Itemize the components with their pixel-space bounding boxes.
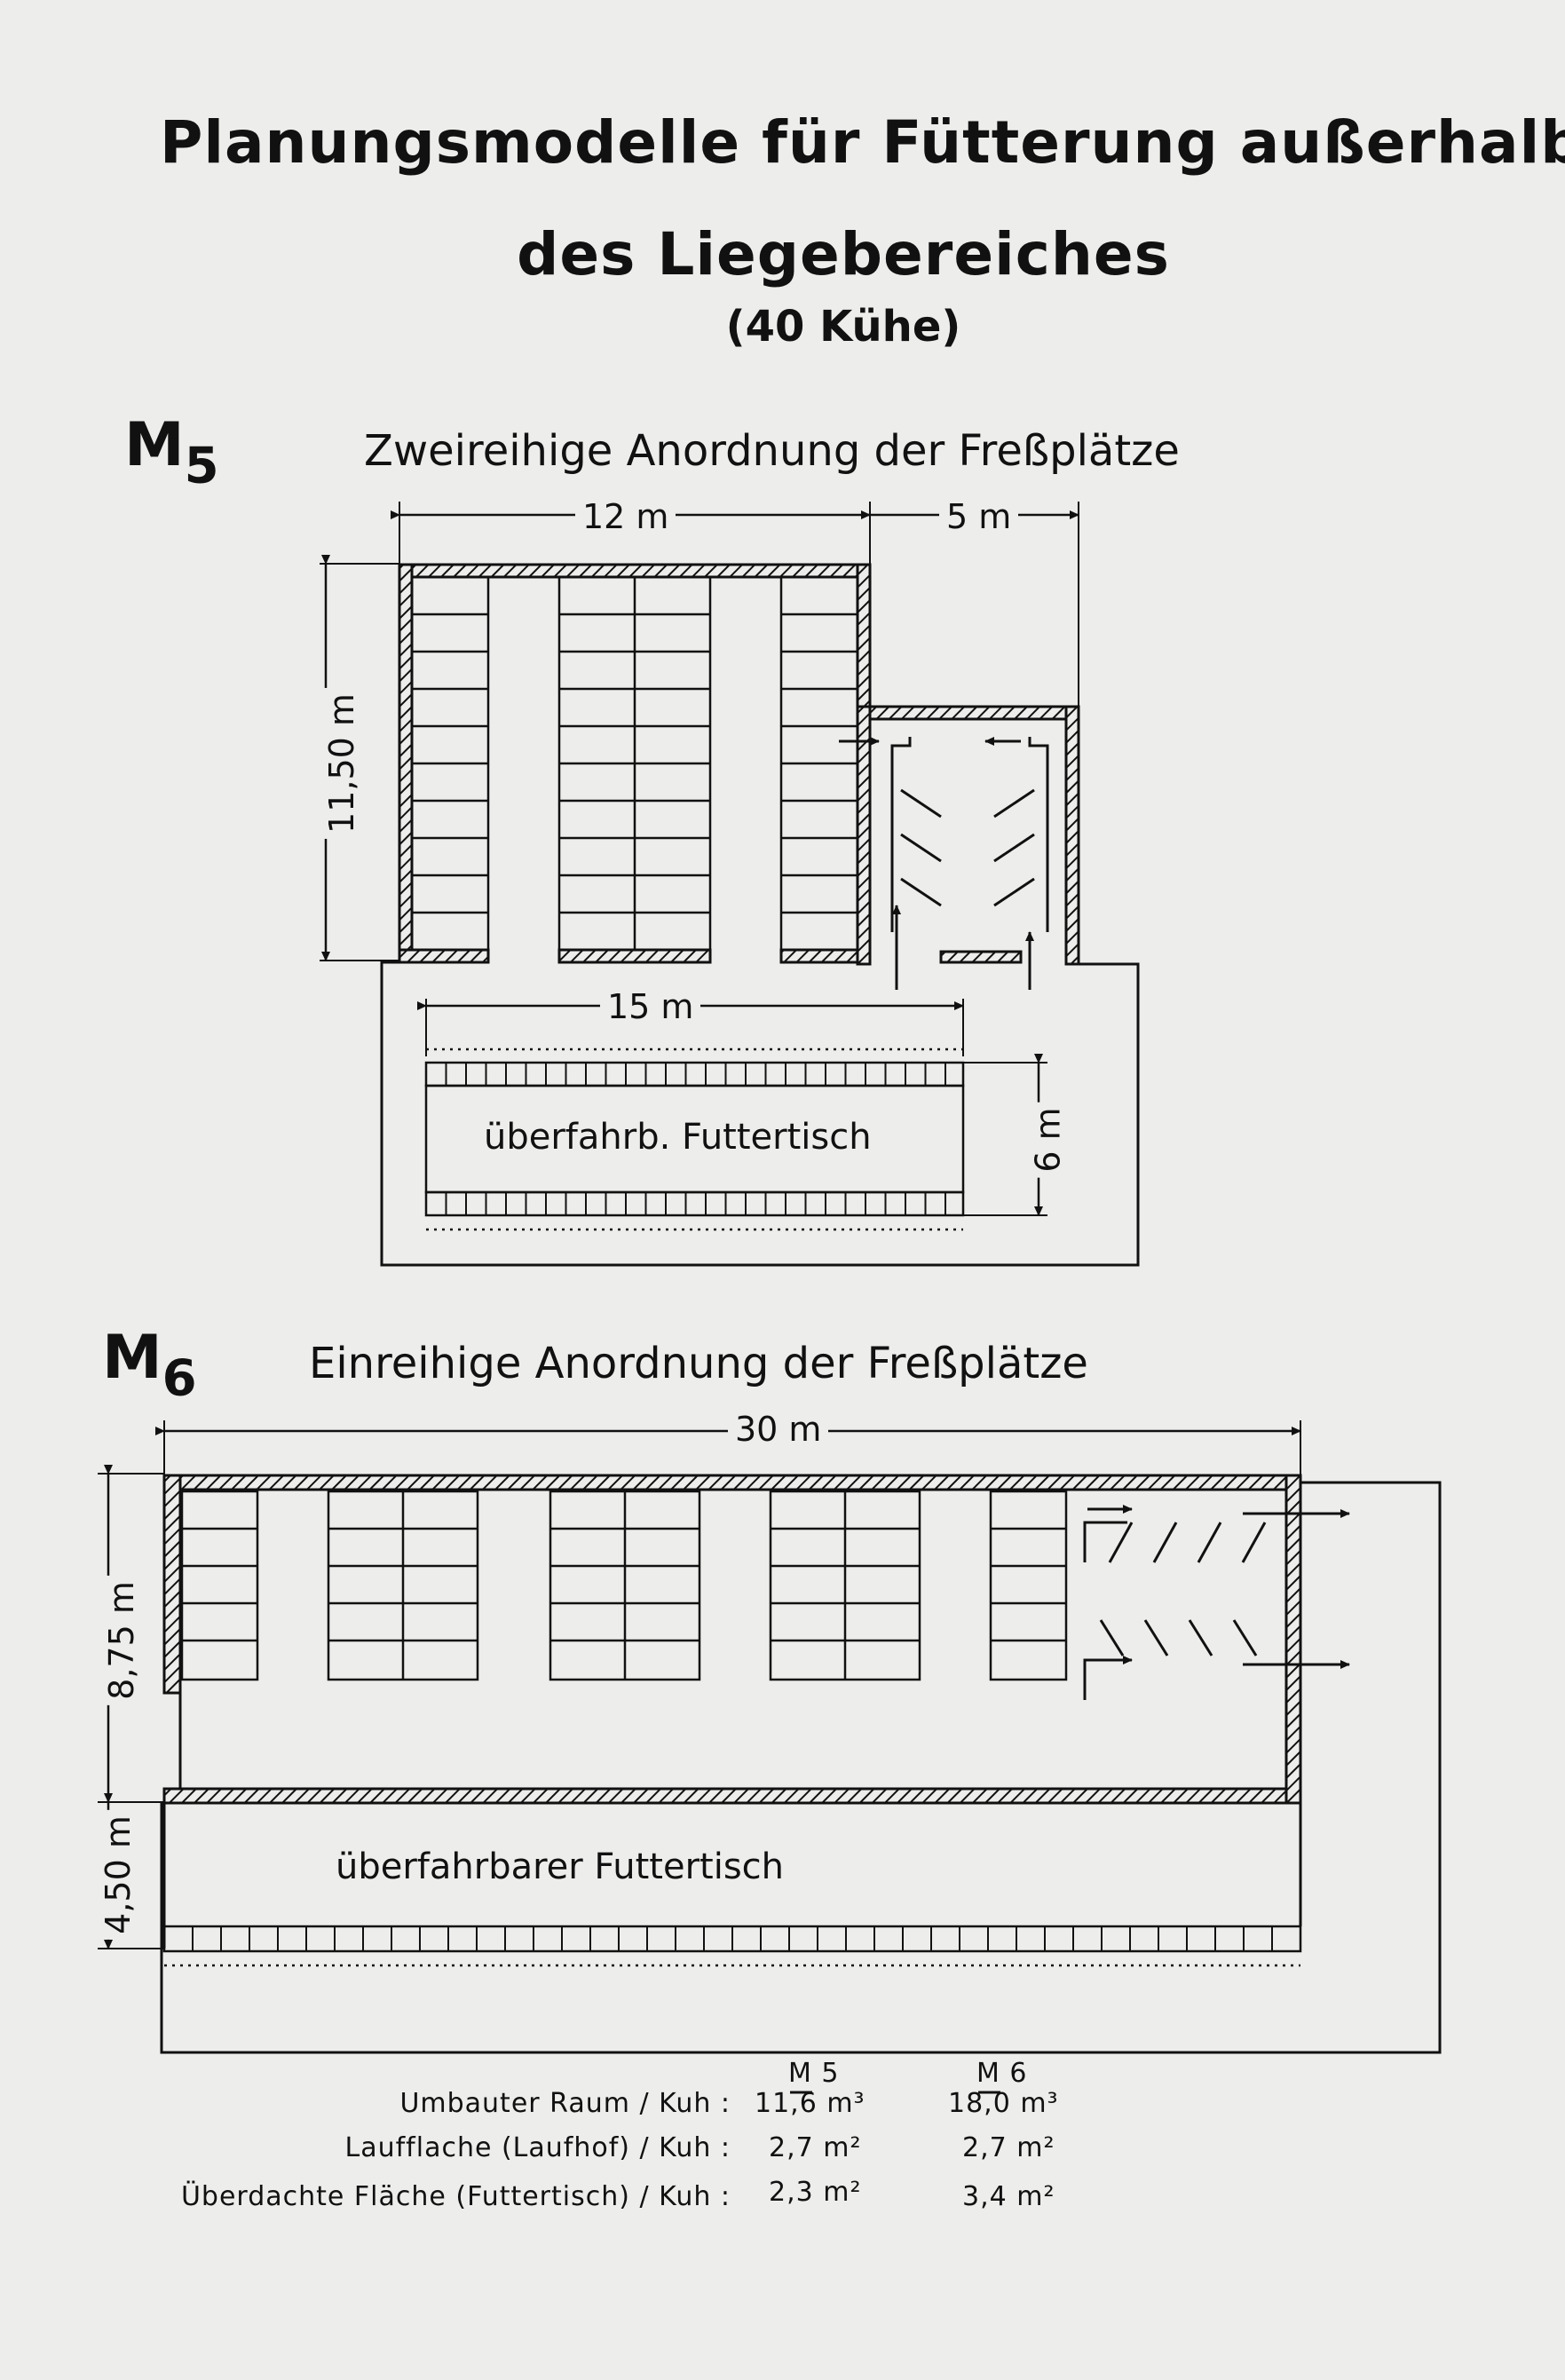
m5-dim-table-width: 6 m — [1028, 1102, 1068, 1178]
comparison-row-m6: 3,4 m² — [962, 2181, 1055, 2212]
model-m5-letter: M — [124, 410, 185, 480]
model-m6-id: M6 — [102, 1323, 197, 1408]
m5-dim-width: 12 m — [575, 497, 676, 536]
m6-stalls — [180, 1490, 1068, 1681]
m6-dim-table-width: 4,50 m — [98, 1810, 138, 1940]
m6-dim-height: 8,75 m — [101, 1576, 141, 1705]
m6-feed-grid — [192, 1926, 1273, 1951]
comparison-row-label: Umbauter Raum / Kuh : — [399, 2088, 731, 2119]
m6-plan — [98, 1420, 1442, 2054]
m5-feed-grid-bottom — [445, 1192, 946, 1215]
m5-dim-table-length: 15 m — [600, 987, 701, 1026]
page-title: Planungsmodelle für Fütterung außerhalb — [160, 108, 1565, 177]
m5-feed-table-label: überfahrb. Futtertisch — [484, 1117, 872, 1158]
m5-yard-outline — [380, 961, 1140, 1267]
m5-dim-annex: 5 m — [939, 497, 1019, 536]
model-m5-number: 5 — [184, 437, 219, 495]
m5-stalls-right — [779, 575, 859, 952]
model-m6-letter: M — [102, 1323, 162, 1393]
m5-milking-parlour — [839, 737, 1049, 990]
m6-yard-outline — [160, 1481, 1442, 2054]
model-m5-heading: Zweireihige Anordnung der Freßplätze — [364, 426, 1180, 476]
m5-feed-grid-top — [445, 1063, 946, 1086]
comparison-row-m5: 2,3 m² — [769, 2177, 862, 2208]
m5-stalls-left — [410, 575, 490, 952]
comparison-row-label: Laufflache (Laufhof) / Kuh : — [344, 2132, 731, 2163]
model-m5-id: M5 — [124, 410, 219, 495]
m6-milking-parlour — [1083, 1505, 1350, 1700]
m5-plan — [320, 502, 1140, 1267]
m6-dim-width: 30 m — [728, 1410, 829, 1449]
page-title-line2: des Liegebereiches — [517, 220, 1170, 289]
m5-dim-height: 11,50 m — [321, 688, 361, 839]
comparison-header-m5: M 5 — [788, 2058, 840, 2089]
comparison-row-label: Überdachte Fläche (Futtertisch) / Kuh : — [180, 2181, 731, 2212]
comparison-header-m6: M 6 — [976, 2058, 1028, 2089]
m5-stalls-middle — [557, 575, 712, 952]
comparison-row-m6: 18,0 m³ — [948, 2088, 1059, 2119]
m5-feed-table — [424, 1061, 965, 1217]
comparison-row-m6: 2,7 m² — [962, 2132, 1055, 2163]
m6-feed-table-label: überfahrbarer Futtertisch — [336, 1846, 784, 1887]
page-subtitle: (40 Kühe) — [725, 302, 961, 352]
comparison-row-m5: 2,7 m² — [769, 2132, 862, 2163]
model-m6-heading: Einreihige Anordnung der Freßplätze — [309, 1339, 1088, 1388]
comparison-row-m5: 11,6 m³ — [755, 2088, 865, 2119]
model-m6-number: 6 — [162, 1349, 197, 1408]
